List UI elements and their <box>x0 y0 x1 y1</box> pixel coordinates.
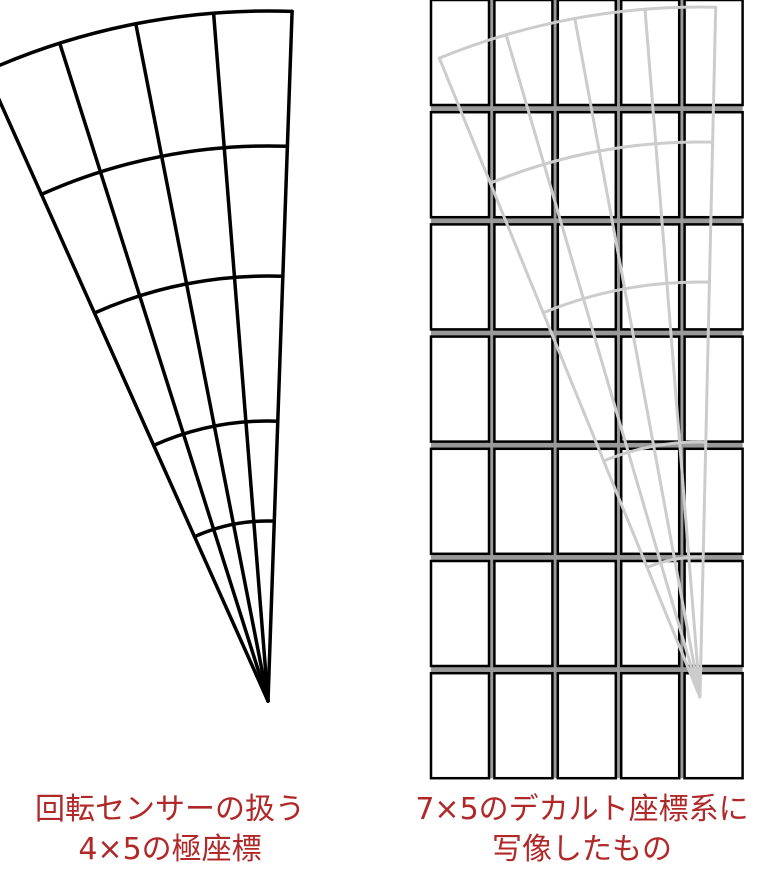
grid-cell <box>493 0 554 107</box>
overlay-ring-2 <box>602 440 708 463</box>
polar-spoke-5 <box>266 9 294 703</box>
overlay-spoke-4 <box>643 7 702 699</box>
grid-cell <box>429 0 491 107</box>
grid-cell <box>556 447 618 556</box>
right-caption-line1: 7×5のデカルト座標系に <box>415 792 749 827</box>
overlay-ring-1 <box>645 555 705 569</box>
grid-cell <box>429 559 491 668</box>
polar-ring-4 <box>39 144 290 197</box>
grid-cell <box>683 671 744 780</box>
grid-cell <box>493 559 554 668</box>
polar-spoke-2 <box>57 41 270 703</box>
grid-cell <box>429 447 491 556</box>
grid-cell <box>493 447 554 556</box>
overlay-ring-4 <box>488 140 715 185</box>
grid-cell <box>429 335 491 443</box>
polar-ring-5 <box>0 9 294 68</box>
left-caption: 回転センサーの扱う 4×5の極座標 <box>0 790 340 870</box>
left-caption-line1: 回転センサーの扱う <box>35 792 305 827</box>
left-caption-line2: 4×5の極座標 <box>78 832 262 867</box>
polar-ring-1 <box>192 519 277 539</box>
grid-cell <box>493 335 554 443</box>
right-caption: 7×5のデカルト座標系に 写像したもの <box>380 790 784 870</box>
polar-spoke-4 <box>211 11 270 703</box>
polar-ring-3 <box>92 274 285 315</box>
grid-cell <box>556 559 618 668</box>
grid-cell <box>429 110 491 219</box>
grid-cell <box>556 335 618 443</box>
polar-spoke-3 <box>134 22 270 703</box>
grid-cell <box>556 110 618 219</box>
grid-cell <box>683 447 744 556</box>
polar-spoke-1 <box>0 97 270 703</box>
grid-cell <box>429 671 491 780</box>
polar-ring-2 <box>151 419 280 448</box>
polar-coordinate-fan <box>0 9 294 703</box>
grid-cell <box>429 223 491 331</box>
grid-cell <box>556 671 618 780</box>
right-caption-line2: 写像したもの <box>492 832 672 867</box>
overlay-spoke-2 <box>504 33 702 699</box>
grid-cell <box>683 335 744 443</box>
grid-cell <box>683 223 744 331</box>
overlay-spoke-1 <box>437 56 702 699</box>
overlay-spoke-5 <box>698 5 718 699</box>
overlay-ring-3 <box>541 280 711 315</box>
grid-cell <box>619 223 681 331</box>
grid-cell <box>619 110 681 219</box>
grid-cell <box>493 671 554 780</box>
cartesian-grid <box>429 0 744 780</box>
overlay-spoke-3 <box>573 16 702 699</box>
overlay-ring-5 <box>437 5 718 60</box>
grid-cell <box>619 671 681 780</box>
